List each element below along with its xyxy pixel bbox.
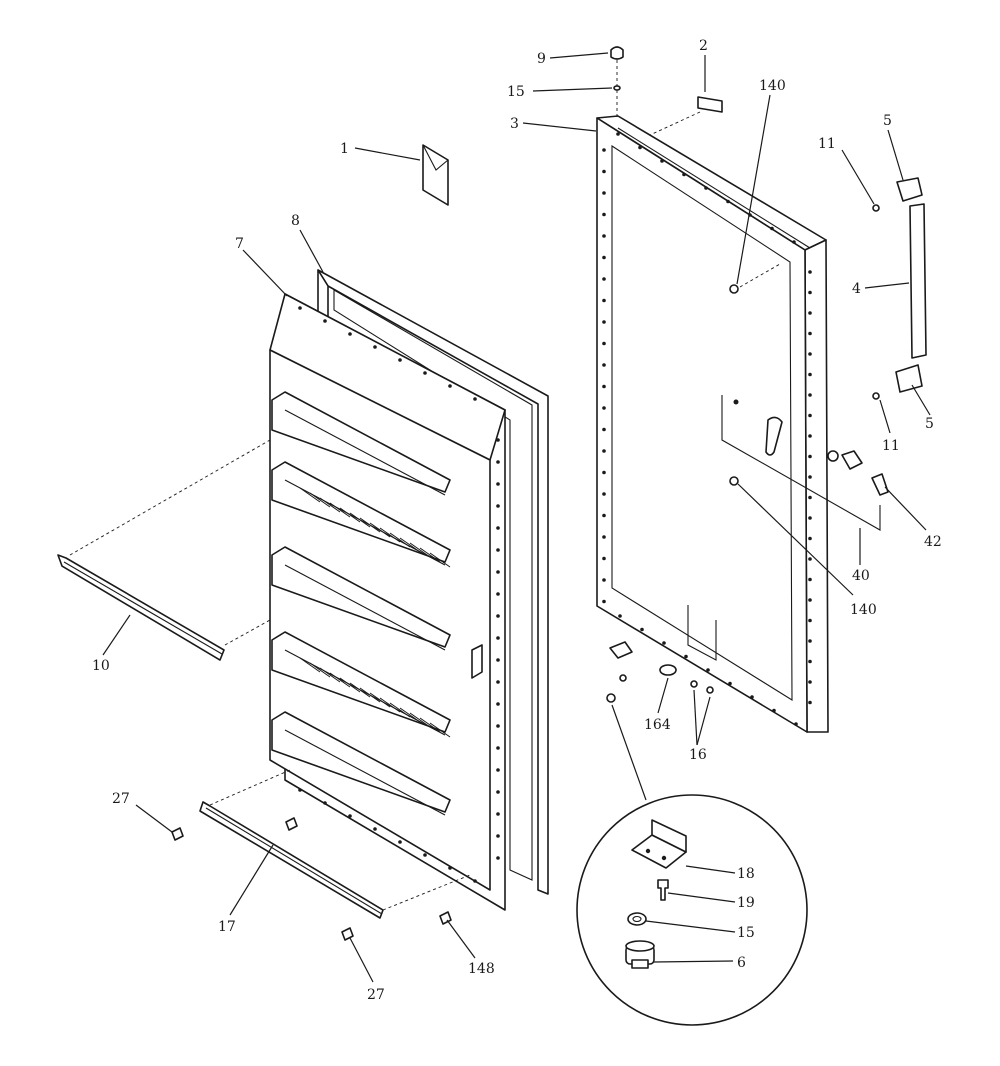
callout-15b: 15 bbox=[737, 925, 755, 941]
callout-17: 17 bbox=[218, 919, 236, 935]
instruction-card bbox=[422, 144, 449, 206]
callout-42: 42 bbox=[924, 534, 942, 550]
callout-40: 40 bbox=[852, 568, 870, 584]
callout-148: 148 bbox=[468, 961, 495, 977]
callout-164: 164 bbox=[644, 717, 671, 733]
callout-27b: 27 bbox=[367, 987, 385, 1003]
callout-140: 140 bbox=[759, 78, 786, 94]
liner-screws bbox=[171, 817, 452, 941]
trim-strip bbox=[697, 96, 723, 113]
inner-door-liner bbox=[269, 293, 506, 911]
callout-4: 4 bbox=[852, 281, 861, 297]
outer-door-panel bbox=[596, 60, 889, 733]
callout-15: 15 bbox=[507, 84, 525, 100]
callout-leaders bbox=[102, 52, 931, 983]
callout-2: 2 bbox=[699, 38, 708, 54]
shelf-bar-upper bbox=[57, 554, 225, 661]
callout-18: 18 bbox=[737, 866, 755, 882]
callout-5: 5 bbox=[883, 113, 892, 129]
callout-labels: 9 15 2 3 140 1 8 7 11 5 4 11 5 42 40 140… bbox=[92, 38, 942, 1003]
door-handle bbox=[872, 177, 927, 400]
callout-6: 6 bbox=[737, 955, 746, 971]
callout-140b: 140 bbox=[850, 602, 877, 618]
callout-19: 19 bbox=[737, 895, 755, 911]
callout-10: 10 bbox=[92, 658, 110, 674]
callout-1: 1 bbox=[340, 141, 349, 157]
callout-27: 27 bbox=[112, 791, 130, 807]
callout-3: 3 bbox=[510, 116, 519, 132]
hinge-detail-inset bbox=[576, 704, 808, 1026]
callout-9: 9 bbox=[537, 51, 546, 67]
callout-11: 11 bbox=[818, 136, 836, 152]
shelf-bar-lower bbox=[199, 801, 384, 919]
callout-7: 7 bbox=[235, 236, 244, 252]
callout-11b: 11 bbox=[882, 438, 900, 454]
callout-5b: 5 bbox=[925, 416, 934, 432]
callout-8: 8 bbox=[291, 213, 300, 229]
callout-16: 16 bbox=[689, 747, 707, 763]
top-screw bbox=[610, 46, 624, 91]
